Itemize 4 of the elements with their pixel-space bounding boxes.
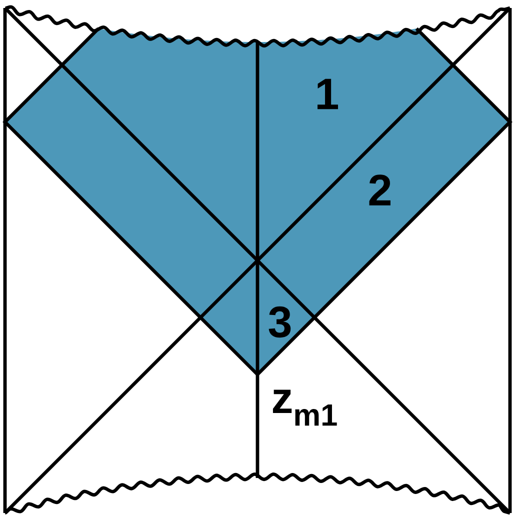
coordinate-label: z$_{m1}$ [272,390,337,426]
region-number: 1 [318,78,338,110]
region-number: 3 [268,306,291,338]
region-number: 2 [369,174,390,206]
